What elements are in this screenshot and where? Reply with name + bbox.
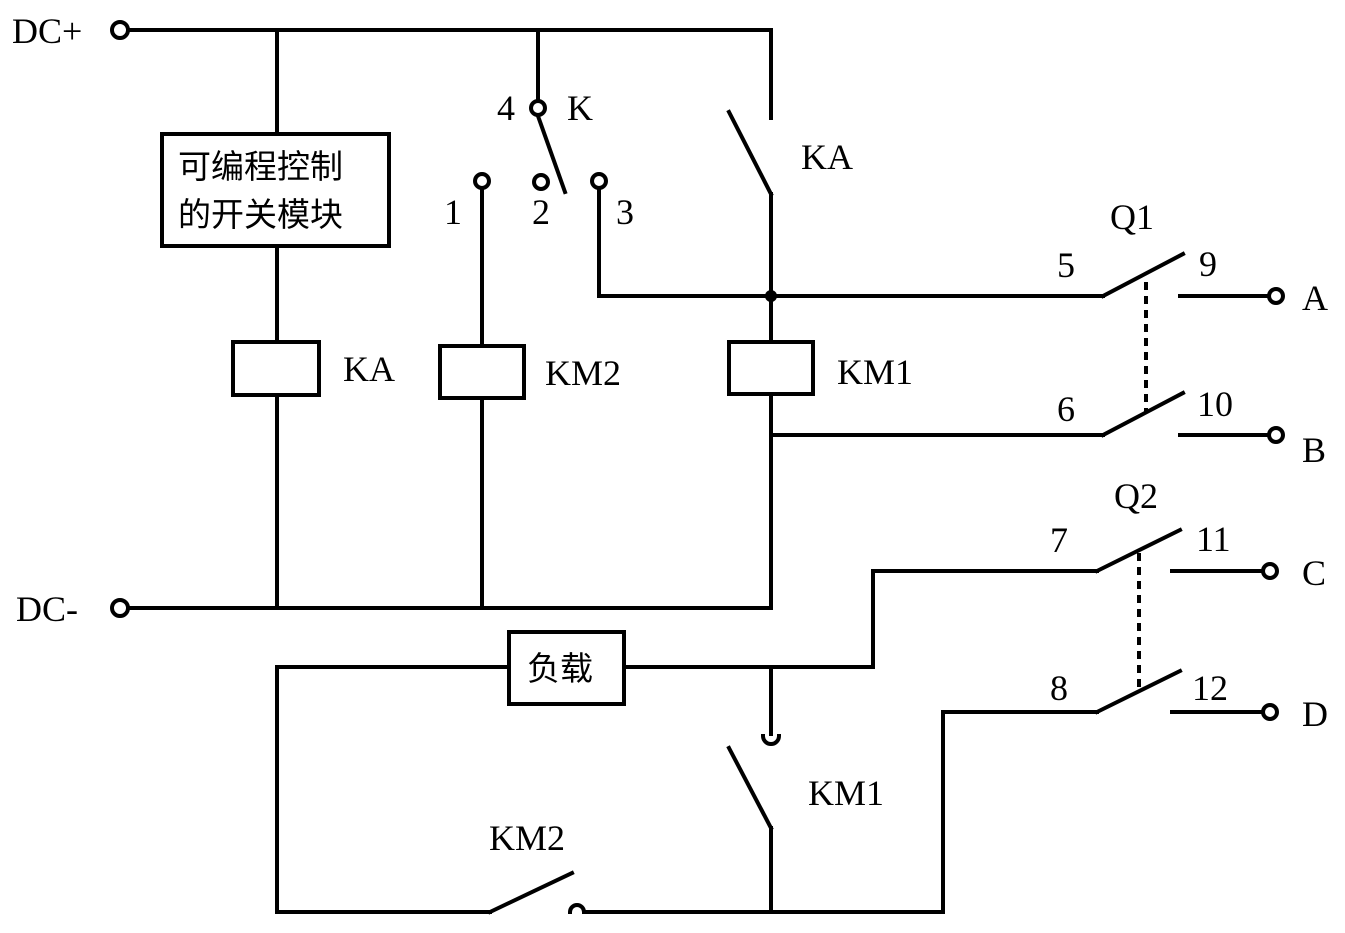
pin-8-label: 8 [1050,668,1068,708]
pin-1-label: 1 [444,192,462,232]
pin-2-label: 2 [532,192,550,232]
terminal-b [1269,428,1283,442]
ka-contact-label: KA [801,137,853,177]
km2-contact-label: KM2 [489,818,565,858]
terminal-a-label: A [1302,278,1328,318]
pin-9-label: 9 [1199,244,1217,284]
breaker-q2 [873,530,1262,912]
k-terminal-4 [531,101,545,115]
km1-coil [729,342,813,394]
terminal-b-label: B [1302,430,1326,470]
km2-contact-pivot [570,905,584,912]
k-terminal-3 [592,174,606,188]
switch-k-label: K [567,88,593,128]
dc-plus-terminal [112,22,128,38]
pin-3-label: 3 [616,192,634,232]
km1-coil-label: KM1 [837,352,913,392]
k-terminal-1 [475,174,489,188]
pin-7-label: 7 [1050,520,1068,560]
dc-minus-label: DC- [16,589,78,629]
pin-12-label: 12 [1192,668,1228,708]
terminal-d-label: D [1302,694,1328,734]
dc-minus-terminal [112,600,128,616]
km2-coil [440,346,524,398]
q1-label: Q1 [1110,197,1154,237]
dc-plus-bus [128,30,771,118]
ka-coil-label: KA [343,349,395,389]
terminal-d [1263,705,1277,719]
terminal-c-label: C [1302,553,1326,593]
pin-4-label: 4 [497,88,515,128]
dc-plus-label: DC+ [12,11,82,51]
module-label-line1: 可编程控制 [178,147,343,186]
ka-coil [233,342,319,395]
terminal-c [1263,564,1277,578]
pin-5-label: 5 [1057,245,1075,285]
pin-6-label: 6 [1057,389,1075,429]
km2-coil-label: KM2 [545,353,621,393]
km1-contact-pivot [763,736,779,744]
q2-label: Q2 [1114,476,1158,516]
ka-contact [729,112,771,194]
k-terminal-2 [534,175,548,189]
km1-contact-label: KM1 [808,773,884,813]
pin-11-label: 11 [1196,519,1231,559]
breaker-q1 [771,254,1268,435]
load-label: 负载 [527,649,593,688]
module-label-line2: 的开关模块 [178,195,343,234]
terminal-a [1269,289,1283,303]
pin-10-label: 10 [1197,384,1233,424]
